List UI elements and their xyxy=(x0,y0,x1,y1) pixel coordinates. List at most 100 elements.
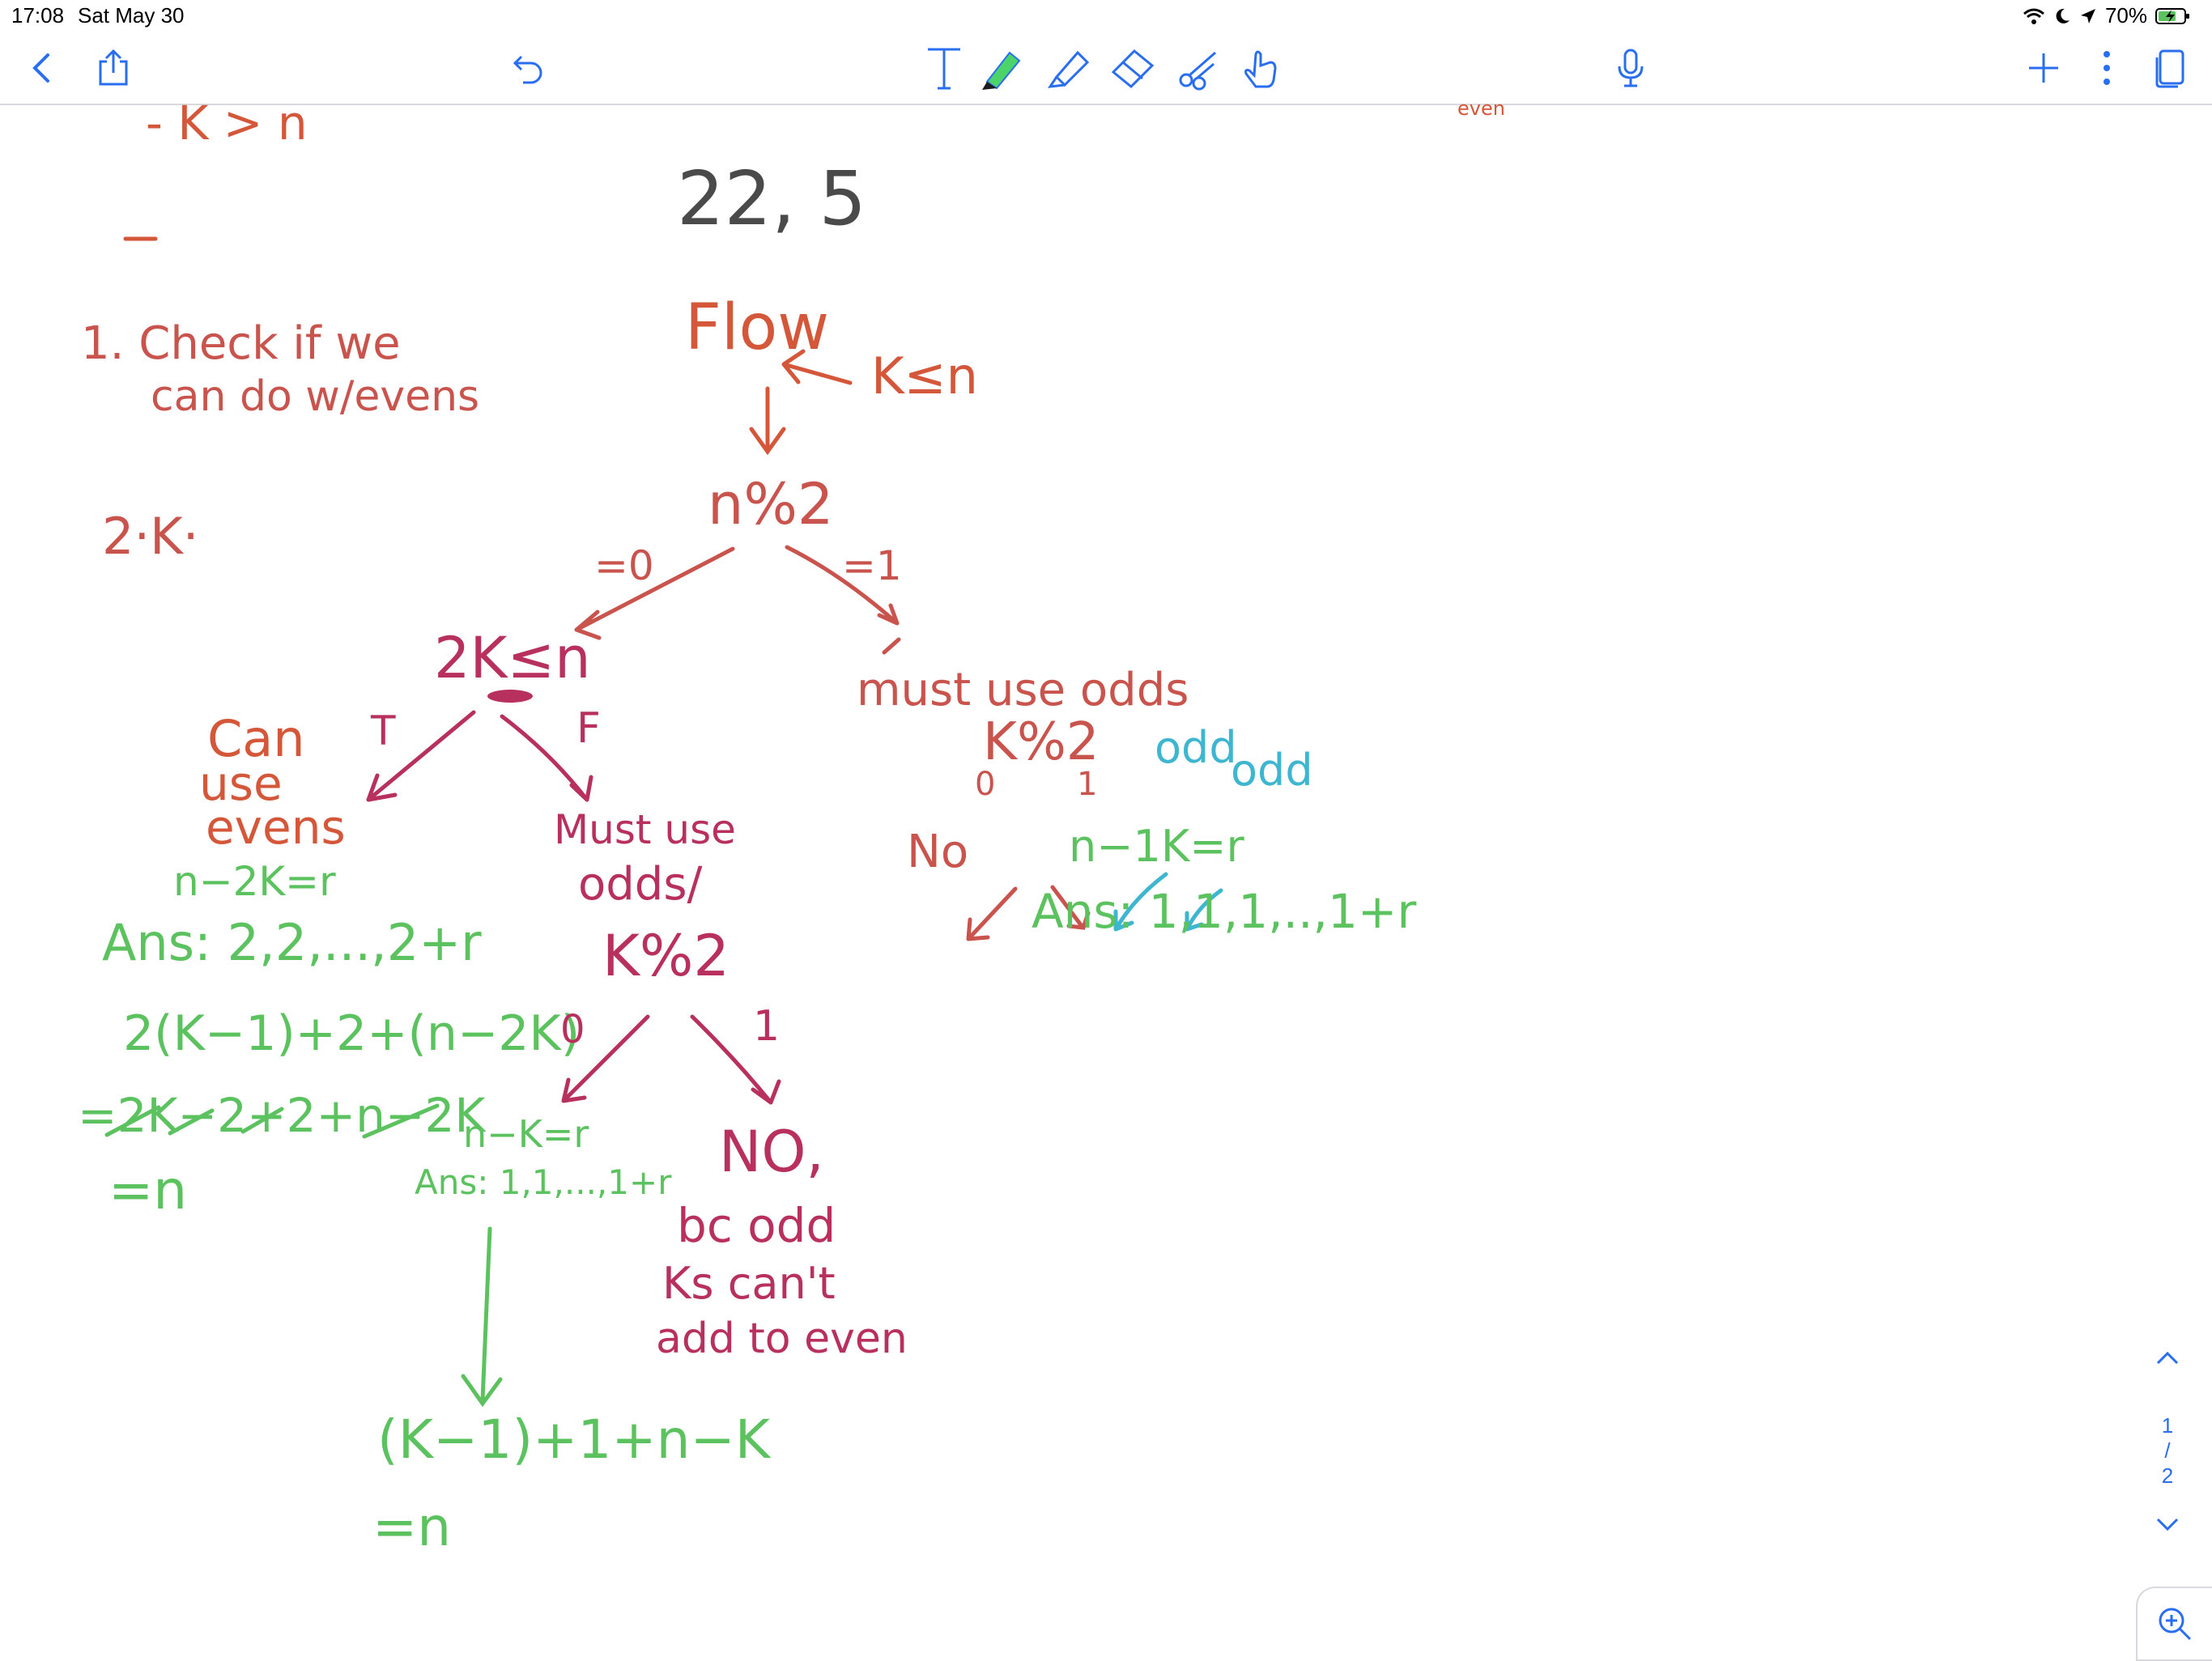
can-use-evens-3: evens xyxy=(206,800,346,855)
moon-icon xyxy=(2056,8,2069,23)
must-use-odds-left-2: odds/ xyxy=(578,858,703,911)
share-icon xyxy=(99,49,128,86)
pages-overview-icon xyxy=(2155,49,2184,88)
pen-tool-button[interactable] xyxy=(976,44,1025,92)
status-right-group: 70% xyxy=(2023,3,2191,28)
right-answer: Ans: 1,1,1,..,1+r xyxy=(1032,884,1417,939)
proof-line-1: 2(K−1)+2+(n−2K) xyxy=(123,1005,581,1062)
branch-false xyxy=(500,714,593,802)
location-arrow-icon xyxy=(2080,8,2095,23)
side-note-1a: 1. Check if we xyxy=(81,317,401,370)
chevron-up-icon xyxy=(2156,1351,2179,1365)
toolbar xyxy=(0,32,2212,105)
zoom-in-icon xyxy=(2159,1608,2192,1641)
branch-left-zero xyxy=(561,1014,650,1103)
no-reason-2: bc odd xyxy=(677,1198,836,1253)
must-use-odds-right: must use odds xyxy=(857,664,1189,716)
back-icon xyxy=(32,53,49,83)
partial-note-top-left: - K > n xyxy=(146,96,308,151)
status-date: Sat May 30 xyxy=(78,3,185,28)
no-right: No xyxy=(907,826,969,878)
eq1-label-top: =1 xyxy=(842,542,902,589)
wifi-icon xyxy=(2023,8,2044,24)
one-label-right: 1 xyxy=(1077,766,1098,803)
eraser-tool-icon xyxy=(1111,49,1155,89)
back-button[interactable] xyxy=(18,44,66,92)
strike-minus2k xyxy=(362,1103,440,1139)
even-answer: Ans: 2,2,...,2+r xyxy=(102,913,482,972)
two-k-le-n-label: 2K≤n xyxy=(434,625,591,691)
page-current: 1 xyxy=(2161,1413,2174,1438)
page-total: 2 xyxy=(2161,1463,2174,1488)
note-canvas[interactable]: - K > n even 22, 5 1. Check if we can do… xyxy=(0,96,2212,1658)
one-label-left: 1 xyxy=(753,1002,781,1051)
even-remainder: n−2K=r xyxy=(173,858,336,905)
side-note-1b: can do w/evens xyxy=(151,372,480,421)
lasso-scissors-icon xyxy=(1179,51,1216,91)
f-label: F xyxy=(576,704,601,753)
k-le-n-label: K≤n xyxy=(871,346,978,406)
strike-plus2 xyxy=(240,1107,284,1134)
no-reason-1: NO, xyxy=(719,1119,824,1185)
left-remainder: n−K=r xyxy=(463,1112,589,1156)
branch-true xyxy=(366,710,476,802)
branch-right-one xyxy=(1050,885,1091,930)
page-navigator: 1 / 2 xyxy=(2147,1336,2188,1540)
strike-2k xyxy=(104,1105,161,1137)
odd-label-2: odd xyxy=(1231,745,1313,796)
branch-right-zero xyxy=(966,886,1018,941)
pages-overview-button[interactable] xyxy=(2146,44,2194,92)
k-mod-2-left: K%2 xyxy=(602,923,730,989)
right-remainder: n−1K=r xyxy=(1069,821,1244,872)
add-page-icon xyxy=(2029,53,2058,83)
page-separator: / xyxy=(2164,1438,2171,1463)
t-label: T xyxy=(371,707,396,754)
pen-tool-icon xyxy=(982,51,1021,90)
share-button[interactable] xyxy=(89,44,138,92)
left-answer: Ans: 1,1,...,1+r xyxy=(415,1162,672,1202)
microphone-icon xyxy=(1618,49,1644,87)
odd-arrow-2 xyxy=(1185,888,1223,932)
page-down-button[interactable] xyxy=(2147,1508,2188,1540)
battery-charging-icon xyxy=(2155,7,2189,24)
zero-label-left: 0 xyxy=(560,1007,585,1052)
status-bar: 17:08 Sat May 30 70% xyxy=(0,0,2212,32)
odd-arrow-1 xyxy=(1113,872,1168,932)
more-options-icon xyxy=(2104,51,2110,85)
add-page-button[interactable] xyxy=(2019,44,2068,92)
flow-label: Flow xyxy=(685,291,830,364)
no-reason-4: add to even xyxy=(656,1315,908,1363)
can-use-evens-2: use xyxy=(199,756,283,811)
no-reason-3: Ks can't xyxy=(662,1258,836,1309)
more-options-button[interactable] xyxy=(2082,44,2131,92)
highlighter-tool-button[interactable] xyxy=(1044,44,1093,92)
battery-percent: 70% xyxy=(2104,3,2147,28)
branch-left-eq0 xyxy=(574,546,735,640)
partial-note-top-right: even xyxy=(1457,97,1505,120)
final-line-2: =n xyxy=(372,1496,452,1558)
branch-right-eq1 xyxy=(785,545,900,626)
chevron-down-icon xyxy=(2156,1518,2179,1531)
pointer-tool-button[interactable] xyxy=(1237,44,1286,92)
microphone-button[interactable] xyxy=(1606,44,1655,92)
note-title: 22, 5 xyxy=(677,155,867,242)
highlighter-tool-icon xyxy=(1047,50,1090,88)
page-up-button[interactable] xyxy=(2147,1336,2188,1381)
ink-strokes xyxy=(104,236,1223,1408)
branch-left-one xyxy=(690,1014,781,1105)
proof-line-3: =n xyxy=(108,1159,188,1221)
side-note-2: 2·K· xyxy=(102,507,199,566)
undo-button[interactable] xyxy=(504,44,552,92)
flow-down-arrow xyxy=(749,386,786,456)
lasso-tool-button[interactable] xyxy=(1174,44,1223,92)
eraser-tool-button[interactable] xyxy=(1109,44,1158,92)
hand-pointer-icon xyxy=(1244,50,1277,88)
proof-line-2: =2K−2+2+n−2K xyxy=(78,1088,486,1143)
status-time: 17:08 xyxy=(11,3,65,28)
zoom-button[interactable] xyxy=(2136,1587,2212,1661)
text-tool-icon xyxy=(928,48,960,90)
k-mod-2-right: K%2 xyxy=(983,712,1100,772)
can-use-evens-1: Can xyxy=(207,709,305,768)
text-tool-button[interactable] xyxy=(920,44,968,92)
strike-2 xyxy=(168,1108,215,1136)
